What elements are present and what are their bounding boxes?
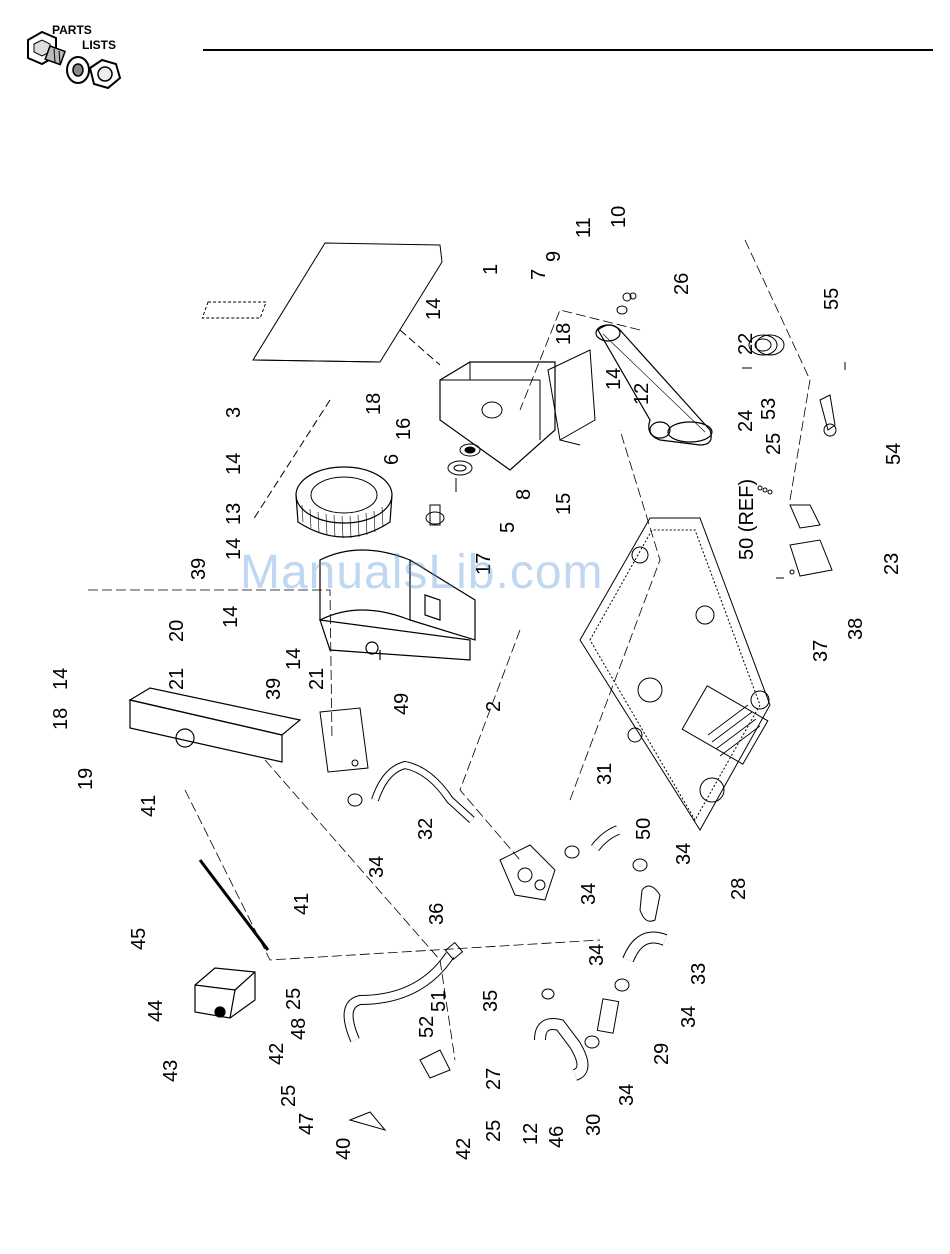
callout-5: 5 — [497, 522, 519, 533]
callout-19: 19 — [75, 768, 97, 790]
clamp-34-d — [542, 989, 554, 999]
callout-20: 20 — [166, 620, 188, 642]
callout-24: 24 — [735, 410, 757, 432]
tube-29 — [597, 999, 618, 1033]
callout-18-c: 18 — [50, 708, 72, 730]
callout-30: 30 — [583, 1114, 605, 1136]
hub-5 — [426, 512, 444, 524]
callout-14-f: 14 — [283, 648, 305, 670]
plate-23 — [790, 540, 832, 576]
plate-49 — [320, 708, 368, 772]
callout-12-bottom: 12 — [520, 1123, 542, 1145]
callout-13: 13 — [223, 503, 245, 525]
callout-48: 48 — [288, 1018, 310, 1040]
callout-34-d: 34 — [586, 944, 608, 966]
part-27 — [420, 1050, 450, 1078]
callout-6: 6 — [381, 454, 403, 465]
callout-41-a: 41 — [138, 795, 160, 817]
valve-assembly — [500, 845, 555, 900]
callout-12-top: 12 — [631, 383, 653, 405]
callout-25-c: 25 — [278, 1085, 300, 1107]
callout-9: 9 — [543, 251, 565, 262]
callout-40: 40 — [333, 1138, 355, 1160]
callout-34-c: 34 — [673, 843, 695, 865]
clamp-34-a — [348, 794, 362, 806]
callout-36: 36 — [426, 903, 448, 925]
callout-44: 44 — [145, 1000, 167, 1022]
callout-21-b: 21 — [306, 668, 328, 690]
callout-18-b: 18 — [553, 323, 575, 345]
callout-32: 32 — [415, 818, 437, 840]
callout-22: 22 — [735, 333, 757, 355]
callout-14-e: 14 — [220, 606, 242, 628]
callout-27: 27 — [483, 1068, 505, 1090]
clamp-34-b — [565, 846, 579, 858]
callout-46: 46 — [546, 1126, 568, 1148]
callout-3: 3 — [223, 407, 245, 418]
callout-25-d: 25 — [483, 1120, 505, 1142]
callout-49: 49 — [391, 693, 413, 715]
callout-52: 52 — [416, 1016, 438, 1038]
air-filter-3 — [296, 467, 392, 538]
callout-11: 11 — [573, 217, 595, 238]
callout-15: 15 — [553, 493, 575, 515]
callout-8: 8 — [513, 489, 535, 500]
callout-45: 45 — [128, 928, 150, 950]
callout-18-a: 18 — [363, 393, 385, 415]
callout-38: 38 — [845, 618, 867, 640]
rod-45 — [200, 860, 268, 950]
mounting-plate — [253, 243, 442, 362]
callout-26: 26 — [671, 273, 693, 295]
callout-47: 47 — [296, 1113, 318, 1135]
callout-28: 28 — [728, 878, 750, 900]
clamp-34-f — [585, 1036, 599, 1048]
callout-42-a: 42 — [266, 1043, 288, 1065]
washer-9 — [617, 306, 627, 314]
callout-42-b: 42 — [453, 1138, 475, 1160]
fitting-28 — [640, 886, 660, 921]
callout-35: 35 — [480, 990, 502, 1012]
callout-16: 16 — [393, 418, 415, 440]
part-40 — [350, 1112, 385, 1130]
callout-34-a: 34 — [366, 856, 388, 878]
callout-39-b: 39 — [263, 678, 285, 700]
watermark: ManualsLib.com — [240, 545, 604, 600]
callout-29: 29 — [651, 1043, 673, 1065]
callout-21-a: 21 — [166, 668, 188, 690]
callout-33: 33 — [688, 963, 710, 985]
callout-43: 43 — [160, 1060, 182, 1082]
callout-14-a: 14 — [423, 298, 445, 320]
callout-50-ref: 50 (REF) — [736, 479, 758, 560]
callout-2: 2 — [483, 701, 505, 712]
callout-34-e: 34 — [678, 1006, 700, 1028]
callout-1: 1 — [480, 264, 502, 275]
callout-14-b: 14 — [603, 368, 625, 390]
callout-7: 7 — [528, 269, 550, 280]
bearing-16 — [448, 461, 472, 475]
callout-31: 31 — [594, 763, 616, 785]
callout-10: 10 — [608, 206, 630, 228]
callout-54: 54 — [883, 443, 905, 465]
callout-34-b: 34 — [578, 883, 600, 905]
callout-51: 51 — [428, 990, 450, 1012]
callout-39-a: 39 — [188, 558, 210, 580]
blower-housing — [440, 362, 555, 470]
clamp-34-e — [615, 979, 629, 991]
callout-25-b: 25 — [283, 988, 305, 1010]
callout-50: 50 — [633, 818, 655, 840]
callout-53: 53 — [758, 398, 780, 420]
tank-44 — [195, 968, 255, 1018]
clamp-34-c — [633, 859, 647, 871]
callout-14-g: 14 — [50, 668, 72, 690]
callout-14-c: 14 — [223, 453, 245, 475]
callout-23: 23 — [881, 553, 903, 575]
callout-34-f: 34 — [616, 1084, 638, 1106]
callout-25-a: 25 — [763, 433, 785, 455]
callout-37: 37 — [810, 640, 832, 662]
callout-41-b: 41 — [291, 893, 313, 915]
callout-55: 55 — [821, 288, 843, 310]
